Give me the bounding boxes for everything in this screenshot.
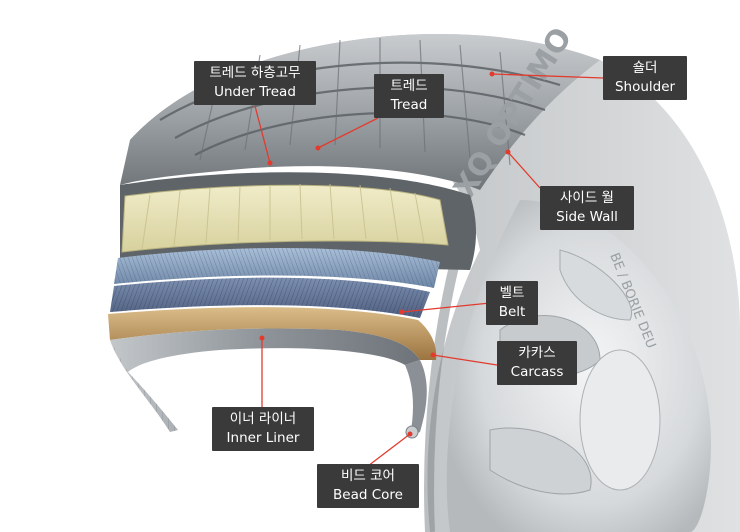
- wheel-hub: [579, 349, 661, 491]
- label-en: Shoulder: [614, 79, 676, 95]
- label-en: Inner Liner: [226, 430, 300, 446]
- label-bead-core: 비드 코어 Bead Core: [317, 464, 419, 508]
- label-ko: 이너 라이너: [229, 411, 297, 427]
- leader-dot: [407, 431, 413, 437]
- leader-dot: [489, 71, 495, 77]
- label-inner-liner: 이너 라이너 Inner Liner: [212, 407, 314, 451]
- leader-carcass: [432, 354, 498, 366]
- label-en: Belt: [498, 304, 526, 320]
- label-en: Bead Core: [333, 487, 403, 503]
- leader-dot: [399, 309, 405, 315]
- label-en: Side Wall: [556, 209, 618, 225]
- label-side-wall: 사이드 월 Side Wall: [540, 186, 634, 230]
- leader-dot: [315, 145, 321, 151]
- label-en: Under Tread: [214, 84, 296, 100]
- leader-side-wall: [507, 151, 541, 189]
- label-ko: 트레드 하층고무: [209, 65, 301, 81]
- leader-shoulder: [491, 73, 604, 79]
- inner-liner-left: [110, 328, 420, 432]
- label-en: Carcass: [510, 364, 564, 380]
- inner-liner-right: [405, 360, 427, 436]
- leader-tread: [317, 117, 379, 149]
- leader-dot: [430, 352, 436, 358]
- label-shoulder: 숄더 Shoulder: [603, 56, 687, 100]
- leader-dot: [505, 149, 511, 155]
- label-under-tread: 트레드 하층고무 Under Tread: [194, 61, 316, 105]
- label-ko: 숄더: [632, 60, 658, 76]
- label-ko: 카카스: [518, 345, 556, 361]
- leader-dot: [267, 160, 273, 166]
- wheel-spoke: [489, 427, 592, 495]
- carcass-layer: [108, 307, 437, 360]
- label-ko: 벨트: [499, 285, 525, 301]
- wheel-spoke: [559, 249, 633, 321]
- label-tread: 트레드 Tread: [374, 74, 444, 118]
- label-carcass: 카카스 Carcass: [497, 341, 577, 385]
- label-en: Tread: [390, 97, 428, 113]
- label-ko: 사이드 월: [560, 190, 614, 206]
- leader-belt: [401, 302, 491, 313]
- under-tread-layer: [121, 184, 449, 253]
- leader-bead-core: [367, 433, 411, 467]
- leader-dot: [259, 335, 265, 341]
- label-ko: 비드 코어: [341, 468, 395, 484]
- label-ko: 트레드: [390, 78, 428, 94]
- label-belt: 벨트 Belt: [486, 281, 538, 325]
- leader-under-tread: [254, 105, 271, 164]
